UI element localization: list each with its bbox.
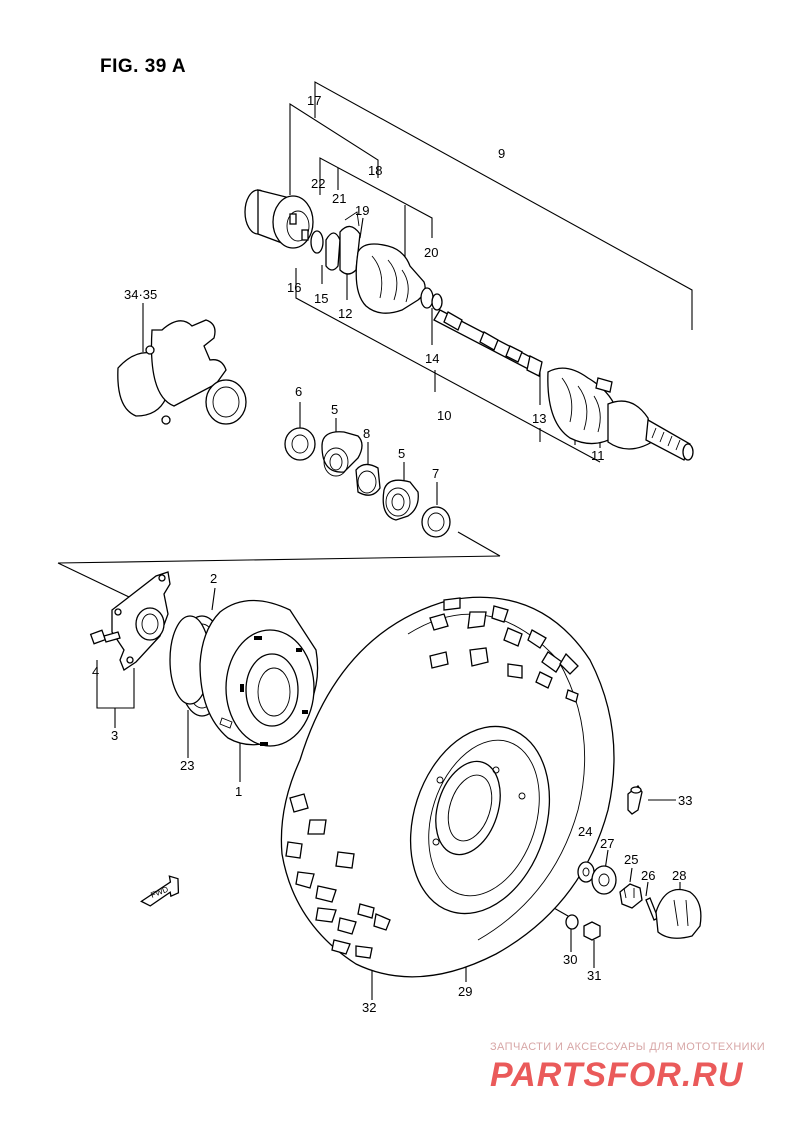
callout-13: 13: [532, 411, 546, 426]
callout-7: 7: [432, 466, 439, 481]
callout-17: 17: [307, 93, 321, 108]
callout-14: 14: [425, 351, 439, 366]
callout-21: 21: [332, 191, 346, 206]
callout-9: 9: [498, 146, 505, 161]
wheel-rim-29: [409, 725, 551, 915]
callout-10: 10: [437, 408, 451, 423]
callout-16: 16: [287, 280, 301, 295]
clamp-13: [526, 355, 543, 377]
clip-19: [344, 211, 360, 227]
bearing-5a: [321, 431, 363, 477]
bearing-5b: [382, 479, 419, 521]
drive-shaft-assembly: [244, 189, 694, 461]
callout-20: 20: [424, 245, 438, 260]
callout-31: 31: [587, 968, 601, 983]
callout-30: 30: [563, 952, 577, 967]
shaft: [433, 309, 541, 373]
callout-1: 1: [235, 784, 242, 799]
callout-2: 2: [210, 571, 217, 586]
hub-bolt-4: [89, 629, 121, 645]
callout-28: 28: [672, 868, 686, 883]
steering-knuckle: [117, 319, 247, 425]
callout-23: 23: [180, 758, 194, 773]
washer-27: [591, 865, 617, 895]
brake-drum-1: [199, 599, 319, 747]
inner-cv-joint: [607, 400, 694, 461]
callout-5b: 5: [398, 446, 405, 461]
callout-24: 24: [578, 824, 592, 839]
fwd-direction-arrow: FWD: [140, 875, 180, 907]
seal-6: [284, 427, 316, 461]
callout-15: 15: [314, 291, 328, 306]
callout-18: 18: [368, 163, 382, 178]
boot-inner: [355, 243, 426, 314]
outer-cv-joint: [244, 189, 314, 249]
callout-27: 27: [600, 836, 614, 851]
hub-flange: [111, 571, 171, 671]
boot-outer: [547, 367, 619, 445]
callout-33: 33: [678, 793, 692, 808]
callout-8: 8: [363, 426, 370, 441]
valve-stem-33: [627, 785, 643, 815]
circlip-22: [310, 230, 324, 254]
spacer-8: [355, 463, 381, 496]
callout-6: 6: [295, 384, 302, 399]
castle-nut-25: [619, 883, 643, 909]
ring-14: [420, 287, 434, 309]
watermark: ЗАПЧАСТИ И АКСЕССУАРЫ ДЛЯ МОТОТЕХНИКИ PA…: [490, 1041, 765, 1094]
callout-22: 22: [311, 176, 325, 191]
nut-31: [583, 921, 601, 941]
callout-11: 11: [591, 448, 605, 463]
washer-30: [565, 914, 579, 930]
watermark-tagline: ЗАПЧАСТИ И АКСЕССУАРЫ ДЛЯ МОТОТЕХНИКИ: [490, 1041, 765, 1053]
hub-cap-28: [655, 888, 702, 939]
callout-19: 19: [355, 203, 369, 218]
callout-4: 4: [92, 664, 99, 679]
callout-34-35: 34·35: [124, 287, 157, 302]
callout-32: 32: [362, 1000, 376, 1015]
callout-labels: 17 9 18 22 21 19 20 16 15 12 14 34·35 6 …: [92, 93, 692, 1015]
seal-7: [421, 506, 451, 538]
bearing-stack: [284, 427, 451, 538]
boot-clamp-15: [325, 232, 341, 271]
tire-tread: [285, 597, 579, 959]
callout-5a: 5: [331, 402, 338, 417]
callout-26: 26: [641, 868, 655, 883]
callout-3: 3: [111, 728, 118, 743]
callout-29: 29: [458, 984, 472, 999]
watermark-logo: PARTSFOR.RU: [490, 1056, 744, 1094]
callout-25: 25: [624, 852, 638, 867]
callout-12: 12: [338, 306, 352, 321]
figure-title: FIG. 39 A: [100, 56, 186, 77]
